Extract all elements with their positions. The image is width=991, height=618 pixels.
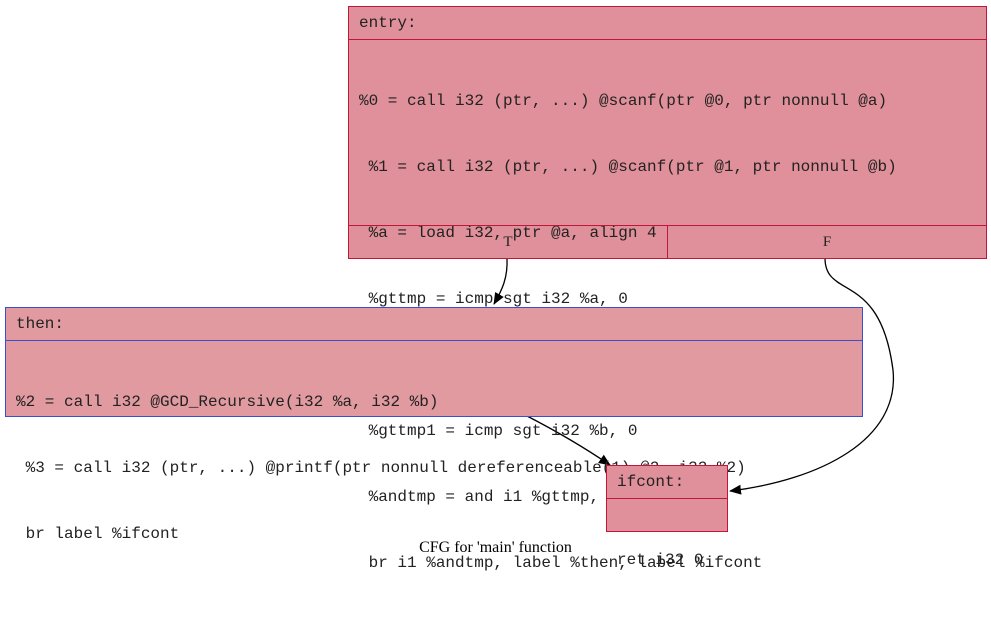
edges-layer xyxy=(493,257,894,495)
instruction-line: ret i32 0 xyxy=(617,551,704,569)
instruction-line: %gttmp1 = icmp sgt i32 %b, 0 xyxy=(359,422,638,440)
instruction-line: %2 = call i32 @GCD_Recursive(i32 %a, i32… xyxy=(16,393,439,411)
instruction-line: %gttmp = icmp sgt i32 %a, 0 xyxy=(359,290,628,308)
graph-caption: CFG for 'main' function xyxy=(419,539,572,556)
port-false: F xyxy=(822,234,832,250)
instruction-line: br i1 %andtmp, label %then, label %ifcon… xyxy=(359,554,763,572)
instruction-line: br label %ifcont xyxy=(16,525,180,543)
edge-entry-false-to-ifcont xyxy=(729,257,894,495)
edge-then-to-ifcont xyxy=(526,415,611,466)
node-then: then: %2 = call i32 @GCD_Recursive(i32 %… xyxy=(5,307,863,543)
instruction-line: %0 = call i32 (ptr, ...) @scanf(ptr @0, … xyxy=(359,92,888,110)
instruction-line: %1 = call i32 (ptr, ...) @scanf(ptr @1, … xyxy=(359,158,897,176)
node-entry: entry: %0 = call i32 (ptr, ...) @scanf(p… xyxy=(348,6,987,572)
node-ifcont-instructions: ret i32 0 xyxy=(607,499,727,615)
node-ifcont-label: ifcont: xyxy=(607,466,727,499)
port-true: T xyxy=(349,226,668,258)
edge-entry-true-to-then xyxy=(493,257,508,305)
instruction-line: %a = load i32, ptr @a, align 4 xyxy=(359,224,657,242)
node-ifcont: ifcont: ret i32 0 xyxy=(606,465,728,569)
node-entry-ports: T F xyxy=(349,225,986,258)
node-entry-label: entry: xyxy=(349,7,986,40)
node-then-label: then: xyxy=(6,308,862,341)
